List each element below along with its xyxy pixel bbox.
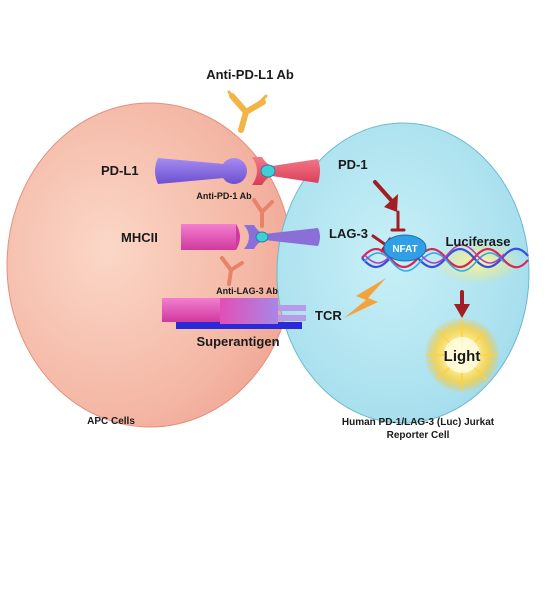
pd-l1-receptor — [155, 158, 247, 184]
label-luciferase: Luciferase — [445, 234, 510, 249]
light-burst-icon — [424, 317, 500, 393]
label-apc-cells: APC Cells — [87, 416, 135, 427]
luciferase-to-light-arrow — [454, 290, 470, 318]
label-reporter-line2: Reporter Cell — [387, 430, 450, 441]
anti-lag3-antibody-icon — [220, 256, 244, 286]
tcr-complex — [162, 298, 306, 329]
lag-3-receptor — [244, 225, 320, 249]
mhcii-receptor — [181, 224, 240, 250]
label-pd-1: PD-1 — [338, 157, 368, 172]
nfat-inhibit-bar-top — [390, 210, 406, 232]
label-anti-pdl1-ab: Anti-PD-L1 Ab — [206, 67, 294, 82]
apc-cell — [6, 102, 294, 428]
anti-pd1-antibody-icon — [252, 198, 274, 228]
label-anti-pd1-ab: Anti-PD-1 Ab — [196, 191, 252, 201]
label-pd-l1: PD-L1 — [101, 163, 139, 178]
lightning-bolt-icon — [344, 278, 386, 318]
label-superantigen: Superantigen — [196, 334, 279, 349]
label-lag-3: LAG-3 — [329, 226, 368, 241]
label-light: Light — [444, 348, 481, 365]
anti-pdl1-antibody-icon — [227, 90, 268, 133]
label-nfat: NFAT — [392, 244, 417, 255]
label-mhcii: MHCII — [121, 230, 158, 245]
pd-1-receptor — [252, 157, 320, 185]
label-tcr: TCR — [315, 308, 342, 323]
pd1-inhibit-arrow — [373, 180, 398, 212]
label-anti-lag3-ab: Anti-LAG-3 Ab — [216, 286, 278, 296]
nfat-icon — [383, 234, 427, 262]
label-reporter-line1: Human PD-1/LAG-3 (Luc) Jurkat — [342, 417, 495, 428]
